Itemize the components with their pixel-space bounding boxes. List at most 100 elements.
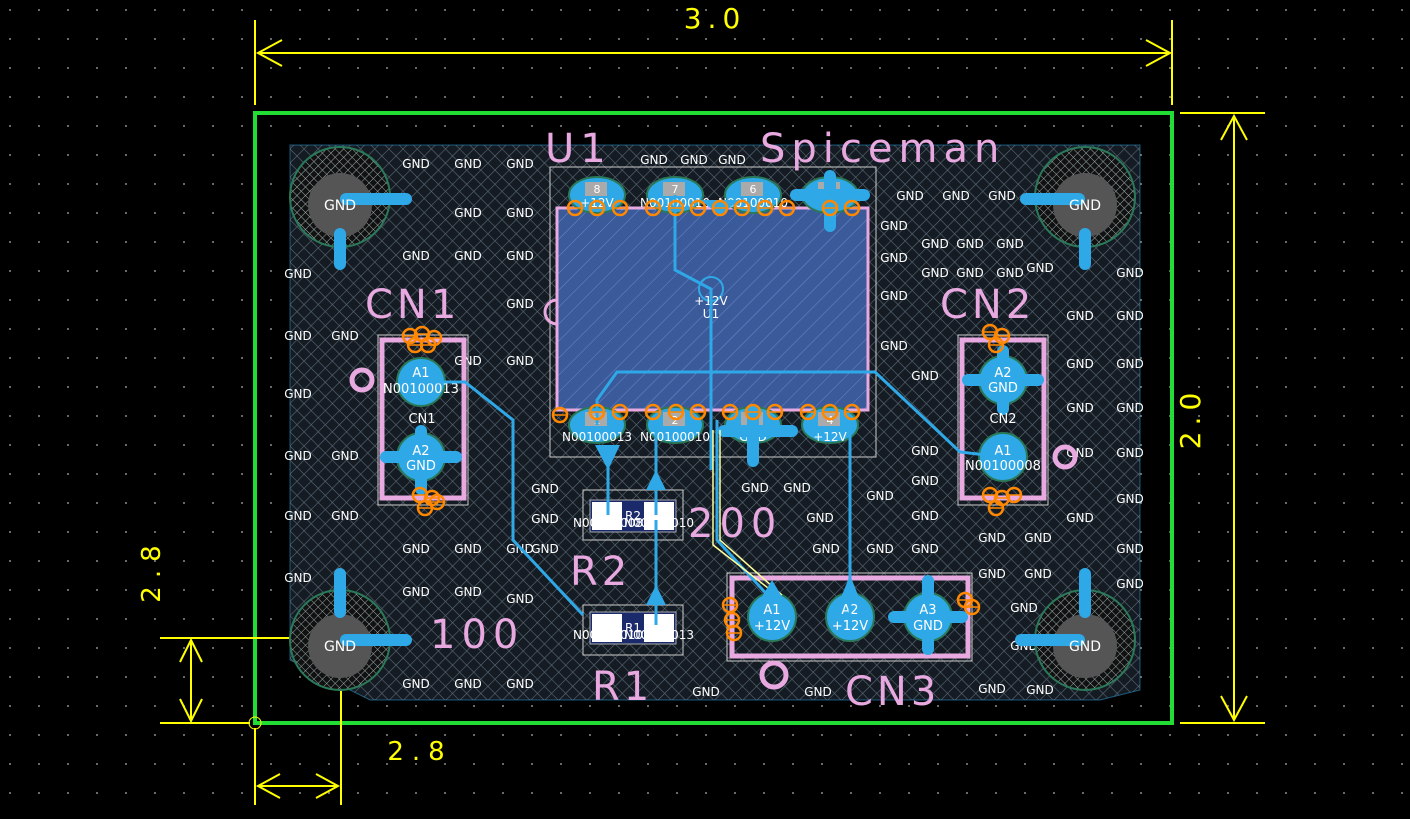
svg-text:GND: GND [913,619,943,634]
u1-pad-4[interactable]: 4 +12V [801,406,859,444]
designator-cn3[interactable]: CN3 [845,669,940,715]
gnd-net-label: GND [1116,266,1144,280]
svg-text:A2: A2 [412,444,429,459]
gnd-net-label: GND [402,542,430,556]
gnd-net-label: GND [1066,511,1094,525]
gnd-net-label: GND [331,509,359,523]
cn1-pad-a2[interactable]: A2 GND [380,425,462,495]
svg-text:A3: A3 [919,603,936,618]
gnd-net-label: GND [741,481,769,495]
designator-r1[interactable]: R1 [592,664,653,710]
gnd-net-label: GND [812,542,840,556]
gnd-net-label: GND [806,511,834,525]
dimension-width-label: 3.0 [684,2,747,35]
gnd-net-label: GND [911,369,939,383]
gnd-net-label: GND [880,289,908,303]
gnd-net-label: GND [880,219,908,233]
gnd-net-label: GND [880,251,908,265]
gnd-net-label: GND [284,449,312,463]
gnd-net-label: GND [692,685,720,699]
dimension-width[interactable] [254,20,1173,105]
cn3-pad-a3[interactable]: A3 GND [888,575,968,655]
gnd-net-label: GND [911,542,939,556]
gnd-net-label: GND [1116,492,1144,506]
svg-text:GND: GND [988,381,1018,396]
svg-text:8: 8 [594,183,601,196]
designator-r2[interactable]: R2 [570,549,631,595]
svg-text:A2: A2 [994,366,1011,381]
gnd-net-label: GND [978,567,1006,581]
gnd-net-label: GND [988,189,1016,203]
mounting-hole-bottom-right[interactable]: GND [1015,568,1136,691]
gnd-net-label: GND [506,157,534,171]
gnd-net-label: GND [1116,446,1144,460]
gnd-net-label: GND [996,266,1024,280]
mounting-hole-label: GND [1069,639,1101,655]
gnd-net-label: GND [880,339,908,353]
gnd-net-label: GND [454,677,482,691]
board-title-text[interactable]: Spiceman [760,126,1005,172]
gnd-net-label: GND [911,509,939,523]
svg-text:GND: GND [406,459,436,474]
mounting-hole-bottom-left[interactable]: GND [289,568,412,691]
gnd-net-label: GND [1066,309,1094,323]
gnd-net-label: GND [640,153,668,167]
svg-text:N00100010: N00100010 [573,628,643,642]
svg-text:7: 7 [672,183,679,196]
pad-thermal-spokes [595,200,860,605]
gnd-net-label: GND [284,571,312,585]
gnd-net-label: GND [1116,401,1144,415]
gnd-net-label: GND [531,542,559,556]
component-r2[interactable]: R2 N00100008 N00100010 [573,489,694,541]
dimension-hole-x-label: 2.8 [387,737,452,767]
component-r1[interactable]: R1 N00100010 N00100013 [573,604,694,656]
svg-text:N00100013: N00100013 [383,382,459,397]
cn3-pad-a1[interactable]: A1 +12V [747,592,797,642]
svg-text:N00100013: N00100013 [562,430,632,444]
gnd-net-label: GND [402,249,430,263]
gnd-net-label: GND [506,354,534,368]
gnd-net-label: GND [1116,577,1144,591]
gnd-net-label: GND [921,237,949,251]
gnd-net-label: GND [284,387,312,401]
drc-markers[interactable] [401,199,1023,642]
gnd-net-label: GND [1116,309,1144,323]
designator-cn2[interactable]: CN2 [940,282,1035,328]
gnd-net-label: GND [506,592,534,606]
svg-text:4: 4 [827,414,834,427]
svg-text:R1: R1 [625,621,641,635]
gnd-net-label: GND [1116,542,1144,556]
u1-pad-3[interactable]: 3 GND [718,405,798,467]
designator-cn1[interactable]: CN1 [365,282,460,328]
gnd-net-label: GND [911,474,939,488]
svg-text:N00100013: N00100013 [624,628,694,642]
cn2-pad-a2[interactable]: A2 GND [962,345,1044,415]
gnd-net-label: GND [1026,683,1054,697]
designator-u1[interactable]: U1 [545,126,612,172]
svg-text:A1: A1 [763,603,780,618]
gnd-net-label: GND [866,542,894,556]
gnd-net-label: GND [866,489,894,503]
u1-pad-8[interactable]: 8 +12V [568,176,626,214]
svg-text:+12V: +12V [813,430,847,444]
gnd-net-label: GND [506,297,534,311]
mounting-hole-top-right[interactable]: GND [1020,146,1136,270]
value-r2[interactable]: 200 [688,501,782,547]
ratsnest-lines [712,430,783,596]
gnd-net-label: GND [1024,567,1052,581]
dimension-height[interactable] [1180,112,1265,724]
gnd-net-label: GND [284,329,312,343]
component-cn1[interactable]: A1 N00100013 CN1 A2 GND [349,334,469,506]
board-outline[interactable] [253,111,1174,725]
gnd-net-label: GND [911,444,939,458]
svg-text:+12V: +12V [754,619,790,634]
gnd-net-label: GND [896,189,924,203]
gnd-net-label: GND [1026,261,1054,275]
svg-text:N00100010: N00100010 [640,430,710,444]
dimension-height-label: 2.0 [1174,387,1207,450]
mounting-hole-label: GND [1069,198,1101,214]
mounting-hole-top-left[interactable]: GND [289,146,412,270]
origin-marker [248,716,262,730]
value-r1[interactable]: 100 [430,612,524,658]
